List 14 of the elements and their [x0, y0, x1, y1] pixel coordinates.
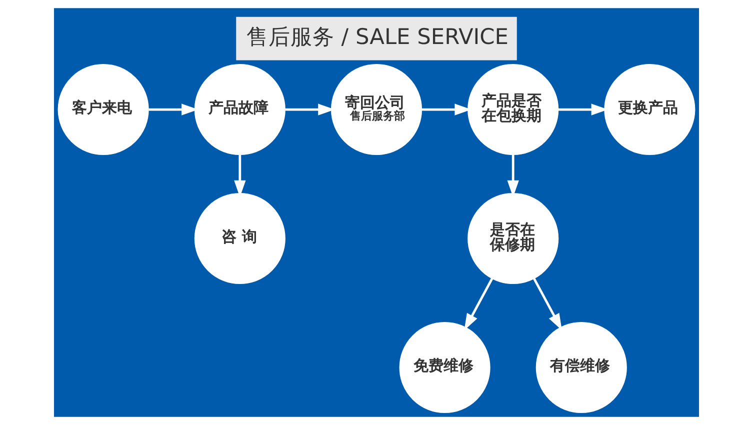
node-circle: 寄回公司 售后服务部	[330, 64, 422, 156]
node-circle: 是否在保修期	[467, 192, 558, 284]
diagram-title: 售后服务 / SALE SERVICE	[246, 24, 508, 50]
arrow	[284, 104, 334, 116]
node-circle: 产品故障	[194, 64, 285, 156]
node-circle: 免费维修	[398, 322, 490, 414]
arrow	[421, 104, 471, 116]
node-circle: 更换产品	[604, 64, 695, 156]
node-circle: 咨 询	[194, 192, 285, 284]
arrow	[464, 278, 493, 330]
node-circle: 有偿维修	[535, 322, 626, 414]
arrow	[532, 278, 562, 330]
node-circle: 产品是否在包换期	[467, 64, 558, 156]
node-circle: 客户来电	[57, 64, 148, 156]
